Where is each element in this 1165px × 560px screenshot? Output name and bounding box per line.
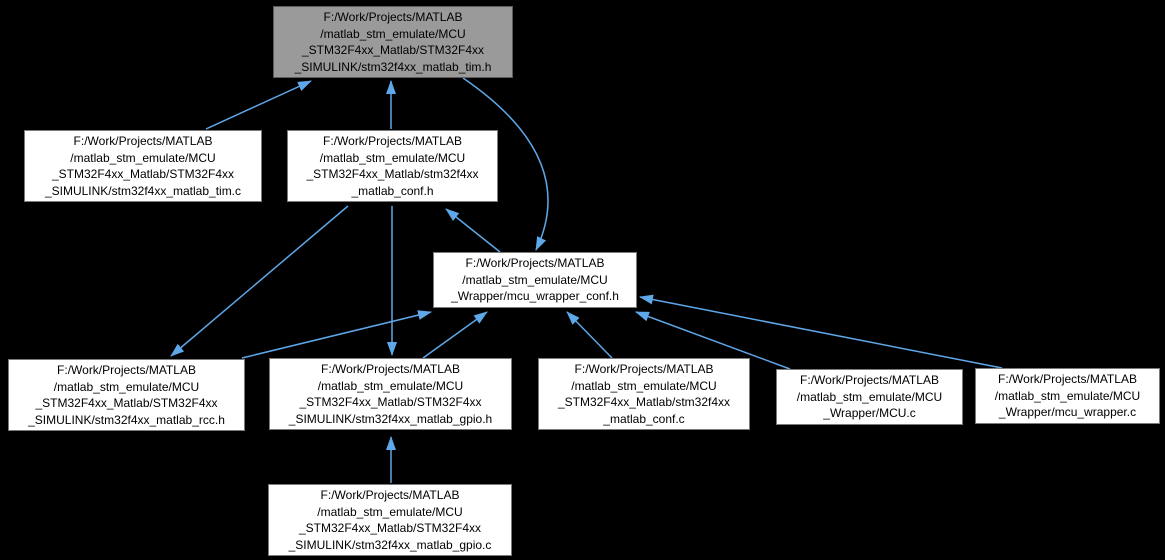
node-path-line: _SIMULINK/stm32f4xx_matlab_gpio.h — [288, 411, 493, 426]
edge-stm32f4xx-matlab-conf-c-to-mcu-wrapper-conf-h — [566, 311, 613, 359]
node-stm32f4xx-matlab-conf-c[interactable]: F:/Work/Projects/MATLAB /matlab_stm_emul… — [538, 358, 750, 430]
node-path-line: _STM32F4xx_Matlab/STM32F4xx — [299, 395, 482, 409]
node-path-line: _STM32F4xx_Matlab/STM32F4xx — [51, 167, 235, 181]
node-stm32f4xx-matlab-rcc-h[interactable]: F:/Work/Projects/MATLAB /matlab_stm_emul… — [8, 359, 245, 431]
node-stm32f4xx-matlab-tim-h: F:/Work/Projects/MATLAB /matlab_stm_emul… — [273, 6, 513, 78]
node-path-line: _SIMULINK/stm32f4xx_matlab_tim.c — [44, 183, 242, 198]
edge-stm32f4xx-matlab-tim-c-to-stm32f4xx-matlab-tim-h — [205, 80, 312, 130]
edge-stm32f4xx-matlab-rcc-h-to-mcu-wrapper-conf-h — [241, 310, 432, 359]
edge-mcu-wrapper-c-to-mcu-wrapper-conf-h — [639, 294, 1003, 369]
node-path-line: _Wrapper/MCU.c — [823, 406, 916, 420]
node-path-line: _STM32F4xx_Matlab/STM32F4xx — [35, 396, 218, 410]
node-mcu-wrapper-c[interactable]: F:/Work/Projects/MATLAB /matlab_stm_emul… — [975, 368, 1160, 424]
node-path-line: /matlab_stm_emulate/MCU — [320, 26, 466, 41]
node-path-line: F:/Work/Projects/MATLAB — [321, 362, 460, 376]
edge-stm32f4xx-matlab-gpio-h-to-mcu-wrapper-conf-h — [422, 311, 488, 359]
edge-stm32f4xx-matlab-tim-h-to-mcu-wrapper-conf-h — [462, 77, 549, 251]
node-path-line: _STM32F4xx_Matlab/stm32f4xx — [306, 167, 479, 181]
node-stm32f4xx-matlab-gpio-h[interactable]: F:/Work/Projects/MATLAB /matlab_stm_emul… — [269, 358, 512, 430]
node-path-line: F:/Work/Projects/MATLAB — [574, 362, 714, 376]
node-path-line: _Wrapper/mcu_wrapper_conf.h — [451, 289, 619, 303]
node-stm32f4xx-matlab-tim-c[interactable]: F:/Work/Projects/MATLAB /matlab_stm_emul… — [24, 130, 262, 202]
node-path-line: F:/Work/Projects/MATLAB — [800, 373, 939, 387]
node-path-line: _matlab_conf.c — [603, 411, 685, 426]
edge-mcu-wrapper-conf-h-to-stm32f4xx-matlab-conf-h — [445, 208, 501, 253]
node-mcu-c[interactable]: F:/Work/Projects/MATLAB /matlab_stm_emul… — [776, 369, 963, 425]
node-path-line: F:/Work/Projects/MATLAB — [323, 134, 462, 148]
node-path-line: /matlab_stm_emulate/MCU — [319, 150, 466, 165]
edge-stm32f4xx-matlab-conf-h-to-stm32f4xx-matlab-rcc-h — [170, 205, 349, 357]
node-path-line: /matlab_stm_emulate/MCU — [53, 379, 200, 394]
node-path-line: F:/Work/Projects/MATLAB — [998, 372, 1137, 386]
node-path-line: /matlab_stm_emulate/MCU — [571, 378, 717, 393]
node-path-line: _matlab_conf.h — [351, 183, 434, 198]
node-path-line: F:/Work/Projects/MATLAB — [320, 488, 460, 502]
node-path-line: /matlab_stm_emulate/MCU — [317, 378, 464, 393]
node-path-line: _STM32F4xx_Matlab/stm32f4xx — [557, 395, 731, 409]
node-path-line: /matlab_stm_emulate/MCU — [317, 504, 463, 519]
edge-mcu-c-to-mcu-wrapper-conf-h — [635, 311, 791, 370]
node-path-line: _SIMULINK/stm32f4xx_matlab_tim.h — [294, 59, 492, 74]
node-stm32f4xx-matlab-conf-h[interactable]: F:/Work/Projects/MATLAB /matlab_stm_emul… — [287, 130, 498, 202]
node-path-line: _Wrapper/mcu_wrapper.c — [998, 405, 1137, 419]
node-path-line: _STM32F4xx_Matlab/STM32F4xx — [298, 521, 482, 535]
node-path-line: _STM32F4xx_Matlab/STM32F4xx — [301, 43, 485, 57]
node-path-line: F:/Work/Projects/MATLAB — [323, 10, 463, 24]
node-path-line: /matlab_stm_emulate/MCU — [462, 272, 608, 287]
node-path-line: F:/Work/Projects/MATLAB — [465, 256, 605, 270]
node-path-line: F:/Work/Projects/MATLAB — [73, 134, 213, 148]
node-path-line: /matlab_stm_emulate/MCU — [796, 389, 943, 404]
node-path-line: /matlab_stm_emulate/MCU — [70, 150, 216, 165]
node-path-line: _SIMULINK/stm32f4xx_matlab_gpio.c — [288, 537, 492, 552]
node-path-line: /matlab_stm_emulate/MCU — [994, 388, 1141, 403]
node-path-line: F:/Work/Projects/MATLAB — [57, 363, 196, 377]
node-mcu-wrapper-conf-h[interactable]: F:/Work/Projects/MATLAB /matlab_stm_emul… — [433, 252, 637, 308]
node-stm32f4xx-matlab-gpio-c[interactable]: F:/Work/Projects/MATLAB /matlab_stm_emul… — [268, 484, 512, 556]
node-path-line: _SIMULINK/stm32f4xx_matlab_rcc.h — [28, 412, 225, 427]
